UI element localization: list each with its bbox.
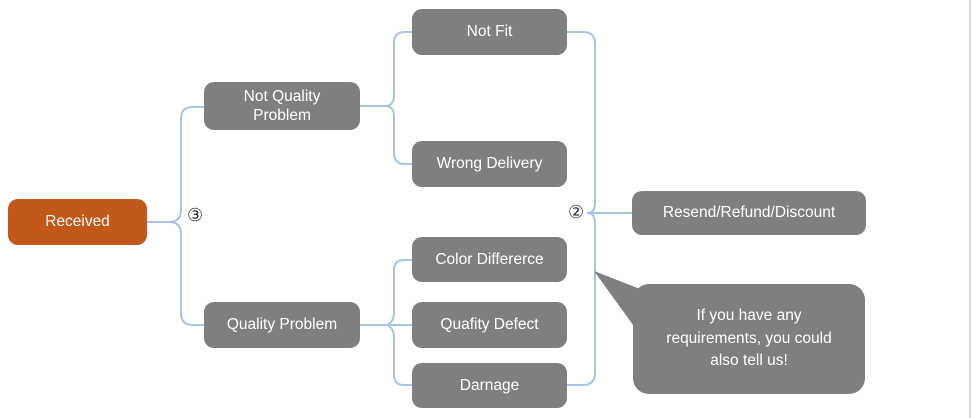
requirements-callout: If you have any requirements, you could … (633, 284, 865, 394)
node-damage: Darnage (412, 363, 567, 408)
node-wrong-delivery: Wrong Delivery (412, 141, 567, 187)
node-wrong-delivery-label: Wrong Delivery (436, 155, 543, 173)
node-color-difference: Color Differerce (412, 237, 567, 282)
circled-two-marker: ② (568, 202, 585, 222)
circled-three-marker: ③ (187, 205, 204, 225)
page-edge-line (969, 0, 971, 418)
requirements-callout-text: If you have any requirements, you could … (666, 307, 832, 370)
node-quality-problem-label: Quality Problem (226, 316, 338, 334)
node-quality-defect: Quafity Defect (412, 302, 567, 348)
node-received: Received (8, 199, 147, 245)
node-not-quality-problem-label: Not Quality Problem (243, 87, 321, 124)
node-not-fit-label: Not Fit (466, 23, 513, 41)
node-not-quality-problem: Not Quality Problem (204, 82, 360, 130)
node-damage-label: Darnage (459, 376, 520, 394)
node-quality-defect-label: Quafity Defect (440, 316, 539, 334)
node-not-fit: Not Fit (412, 9, 567, 55)
node-resolution: Resend/Refund/Discount (632, 191, 866, 235)
node-resolution-label: Resend/Refund/Discount (662, 204, 836, 222)
node-color-difference-label: Color Differerce (435, 250, 544, 268)
node-received-label: Received (45, 213, 110, 231)
node-quality-problem: Quality Problem (204, 302, 360, 348)
